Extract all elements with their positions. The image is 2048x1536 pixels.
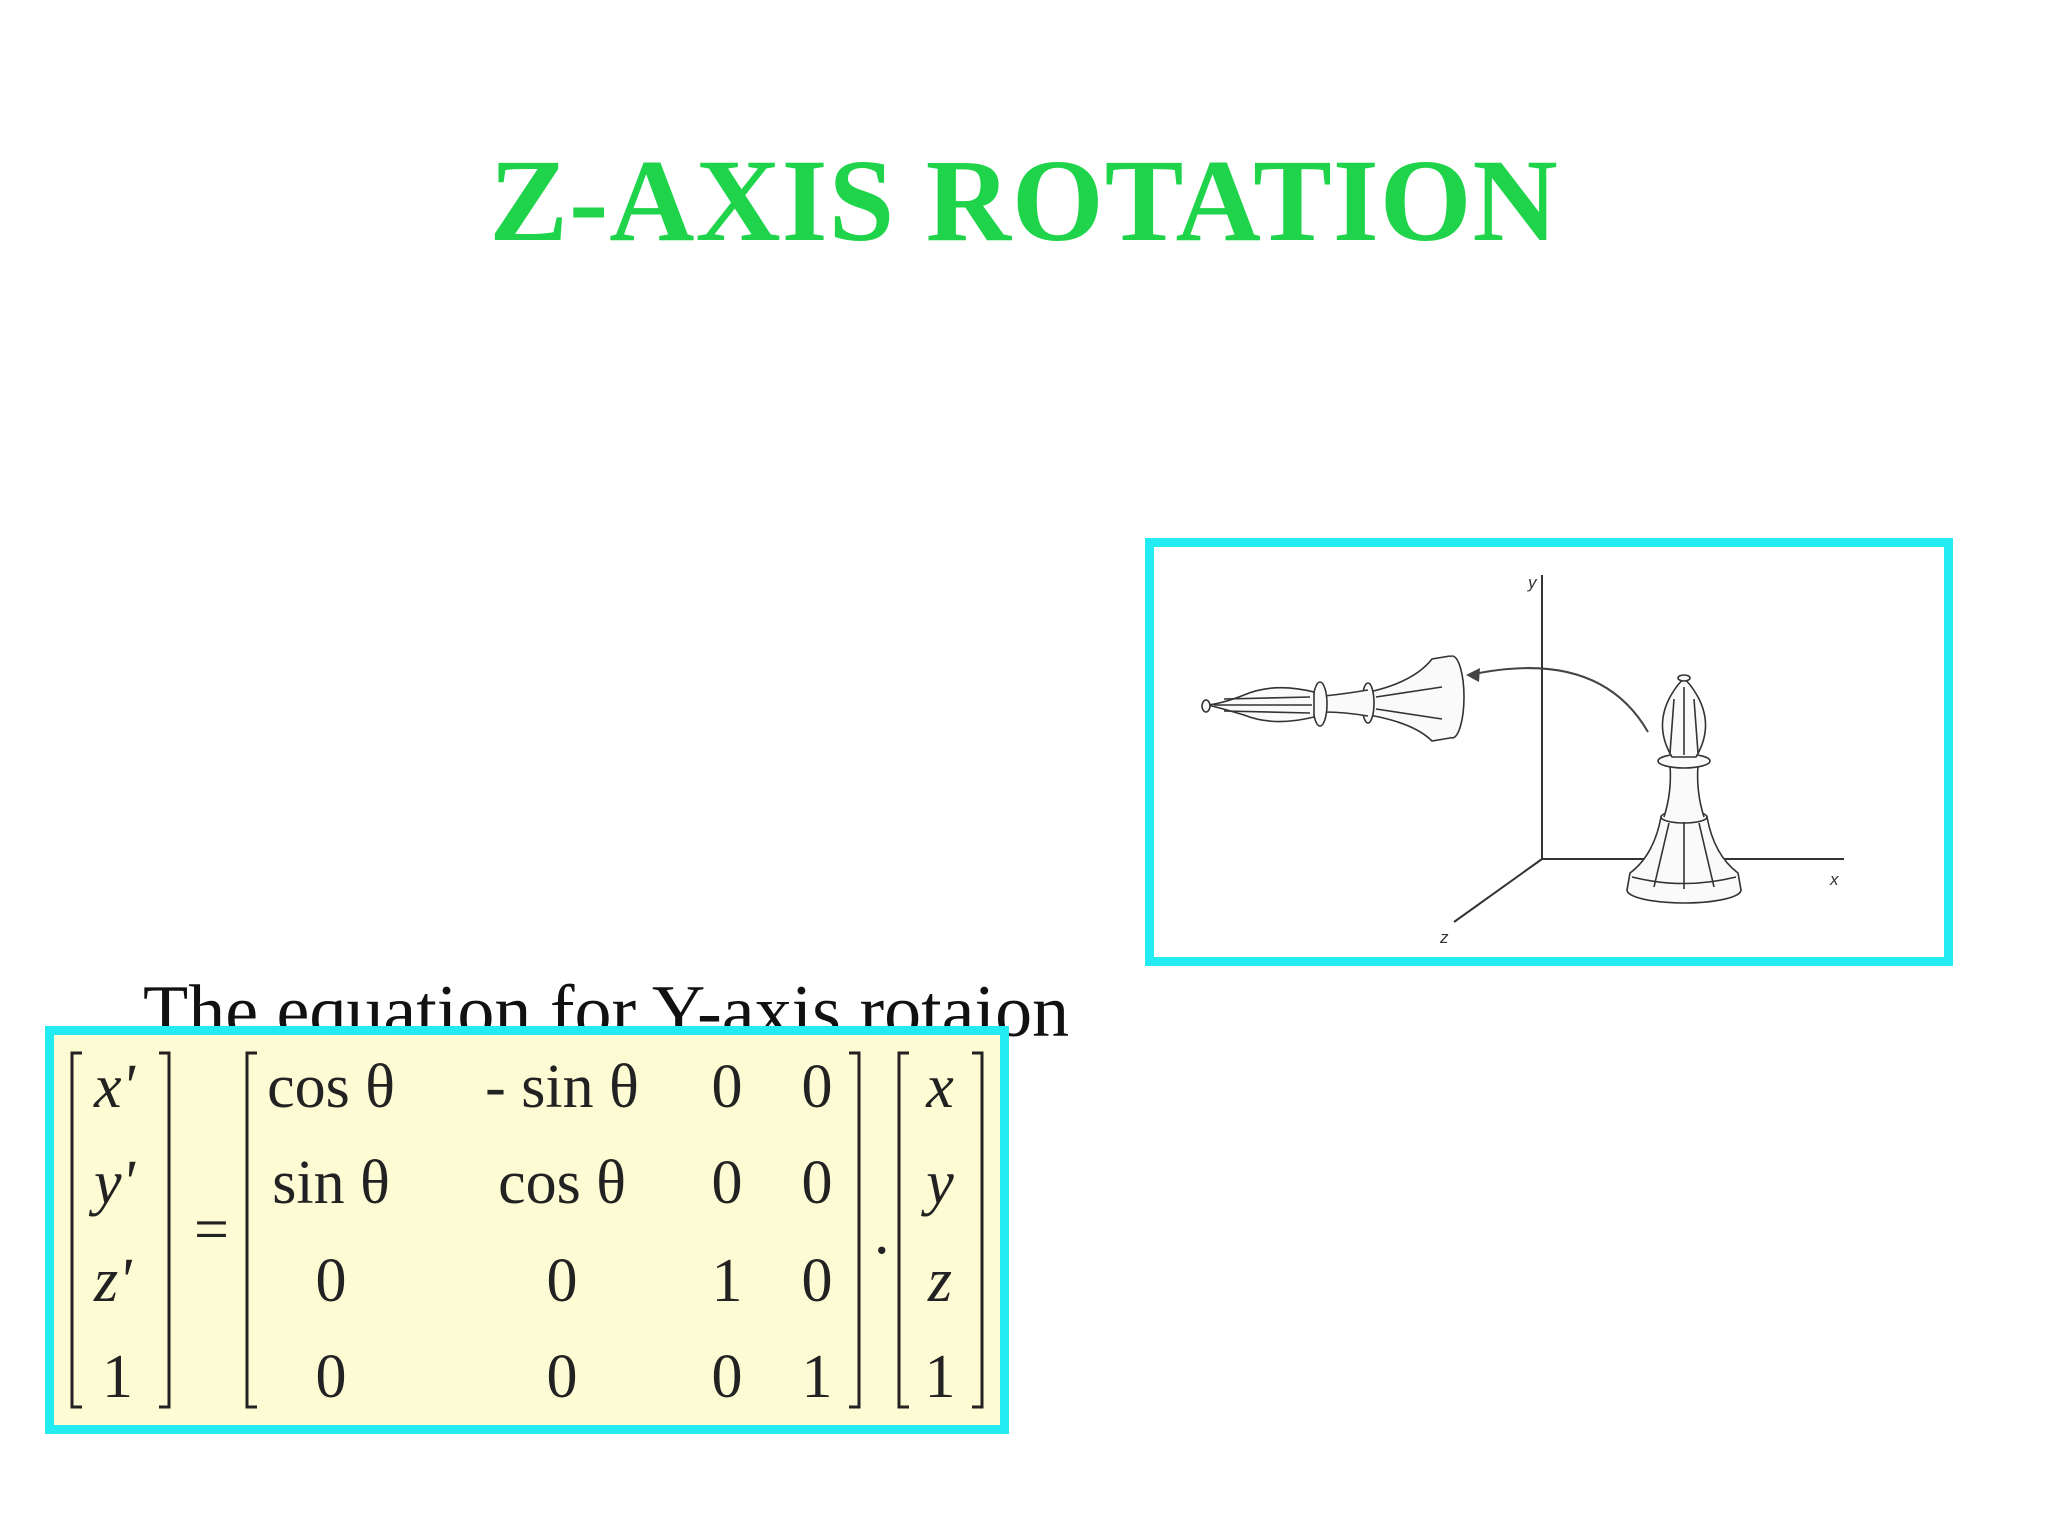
upright-chess-piece: [1626, 674, 1742, 904]
matrix-cell-r3c4: 0: [802, 1247, 833, 1315]
y-axis-label: y: [1527, 573, 1538, 592]
rhs-z: z: [927, 1247, 952, 1315]
multiplication-dot: .: [874, 1199, 890, 1267]
matrix-equation: x' y' z' 1 = cos θ - sin θ 0 0 sin θ cos…: [70, 1051, 984, 1411]
lhs-y-prime: y': [88, 1149, 137, 1217]
rhs-left-bracket: [897, 1051, 909, 1409]
slide-title: Z-AXIS ROTATION: [489, 135, 1559, 266]
lhs-one: 1: [102, 1343, 133, 1411]
rhs-y: y: [920, 1149, 954, 1217]
matrix-cell-r2c4: 0: [802, 1149, 833, 1217]
rhs-x: x: [925, 1053, 954, 1121]
rotation-equation: x' y' z' 1 = cos θ - sin θ 0 0 sin θ cos…: [45, 1026, 1009, 1434]
matrix-cell-r4c4: 1: [802, 1343, 833, 1411]
lhs-x-prime: x': [93, 1053, 137, 1121]
matrix-cell-r1c4: 0: [802, 1053, 833, 1121]
matrix-cell-r1c3: 0: [712, 1053, 743, 1121]
matrix-cell-r3c3: 1: [712, 1247, 743, 1315]
rotated-chess-piece: [1201, 655, 1465, 742]
lhs-left-bracket: [70, 1051, 82, 1409]
matrix-cell-r3c2: 0: [547, 1247, 578, 1315]
matrix-cell-r2c3: 0: [712, 1149, 743, 1217]
rhs-one: 1: [925, 1343, 956, 1411]
matrix-cell-r3c1: 0: [316, 1247, 347, 1315]
equals-sign: =: [194, 1196, 229, 1264]
matrix-left-bracket: [245, 1051, 257, 1409]
rotation-figure: y x z: [1145, 538, 1953, 966]
matrix-cell-r2c2: cos θ: [498, 1149, 626, 1217]
matrix-cell-r2c1: sin θ: [272, 1149, 390, 1217]
lhs-z-prime: z': [93, 1247, 133, 1315]
matrix-cell-r1c2: - sin θ: [485, 1053, 639, 1121]
matrix-cell-r4c3: 0: [712, 1343, 743, 1411]
lhs-right-bracket: [159, 1051, 171, 1409]
z-axis-label: z: [1439, 928, 1449, 947]
matrix-cell-r4c2: 0: [547, 1343, 578, 1411]
z-axis-line: [1453, 858, 1543, 923]
rhs-right-bracket: [972, 1051, 984, 1409]
matrix-cell-r4c1: 0: [316, 1343, 347, 1411]
matrix-cell-r1c1: cos θ: [267, 1053, 395, 1121]
matrix-right-bracket: [849, 1051, 861, 1409]
x-axis-label: x: [1829, 870, 1839, 889]
chess-piece-rotation-illustration: y x z: [1201, 573, 1844, 947]
rotation-arrow: [1466, 667, 1649, 733]
